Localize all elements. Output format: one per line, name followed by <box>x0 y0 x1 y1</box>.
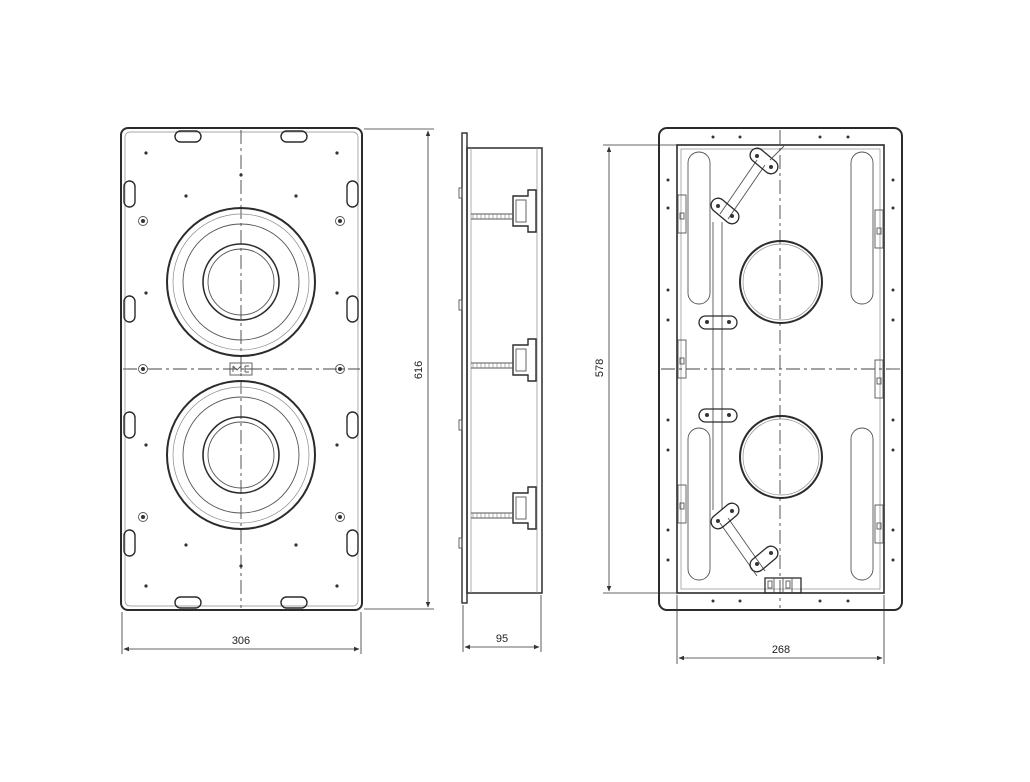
dimension-label: 306 <box>232 635 250 647</box>
rear-slots <box>687 151 874 581</box>
front-slot <box>123 529 136 557</box>
front-slot <box>123 295 136 323</box>
dimension-label: 616 <box>413 361 425 379</box>
front-slot <box>123 180 136 208</box>
rear-upper-port <box>739 240 823 324</box>
rear-side-clamps <box>677 194 884 544</box>
front-slot <box>346 180 359 208</box>
rear-flange-outline <box>658 127 903 611</box>
rear-lower-port <box>739 415 823 499</box>
dimension-rear-width: 268 <box>676 595 885 664</box>
front-slot <box>280 596 308 609</box>
side-clamp-bracket <box>471 189 537 233</box>
dimension-front-height: 616 <box>364 128 434 610</box>
front-center-badge <box>229 362 253 376</box>
dimension-rear-height: 578 <box>594 144 677 594</box>
dimension-label: 95 <box>496 633 508 645</box>
front-lower-driver-opening <box>166 380 316 530</box>
dimension-side-depth: 95 <box>462 595 542 652</box>
rear-terminal-block <box>764 577 802 594</box>
front-panel-outline <box>120 127 363 611</box>
dimension-front-width: 306 <box>121 612 362 654</box>
front-slot <box>346 295 359 323</box>
front-slot <box>174 130 202 143</box>
side-clamp-bracket <box>471 486 537 530</box>
front-slot <box>123 411 136 439</box>
front-slot <box>280 130 308 143</box>
front-pilot-dots <box>144 151 339 588</box>
side-view: 95 <box>458 132 543 652</box>
front-screw-holes <box>138 216 345 522</box>
front-slot <box>174 596 202 609</box>
front-upper-driver-opening <box>166 207 316 357</box>
rear-flange-dots <box>666 135 895 603</box>
side-box-body <box>466 147 543 594</box>
rear-brace-lower <box>710 502 779 577</box>
rear-vertical-rod <box>698 222 738 510</box>
front-view: 616 306 <box>120 127 434 654</box>
side-clamp-bracket <box>471 338 537 382</box>
front-slot <box>346 529 359 557</box>
rear-view: 578 268 <box>594 127 903 664</box>
rear-brace-upper <box>710 145 785 225</box>
front-slot <box>346 411 359 439</box>
dimension-label: 268 <box>772 644 790 656</box>
dimension-label: 578 <box>594 359 606 377</box>
